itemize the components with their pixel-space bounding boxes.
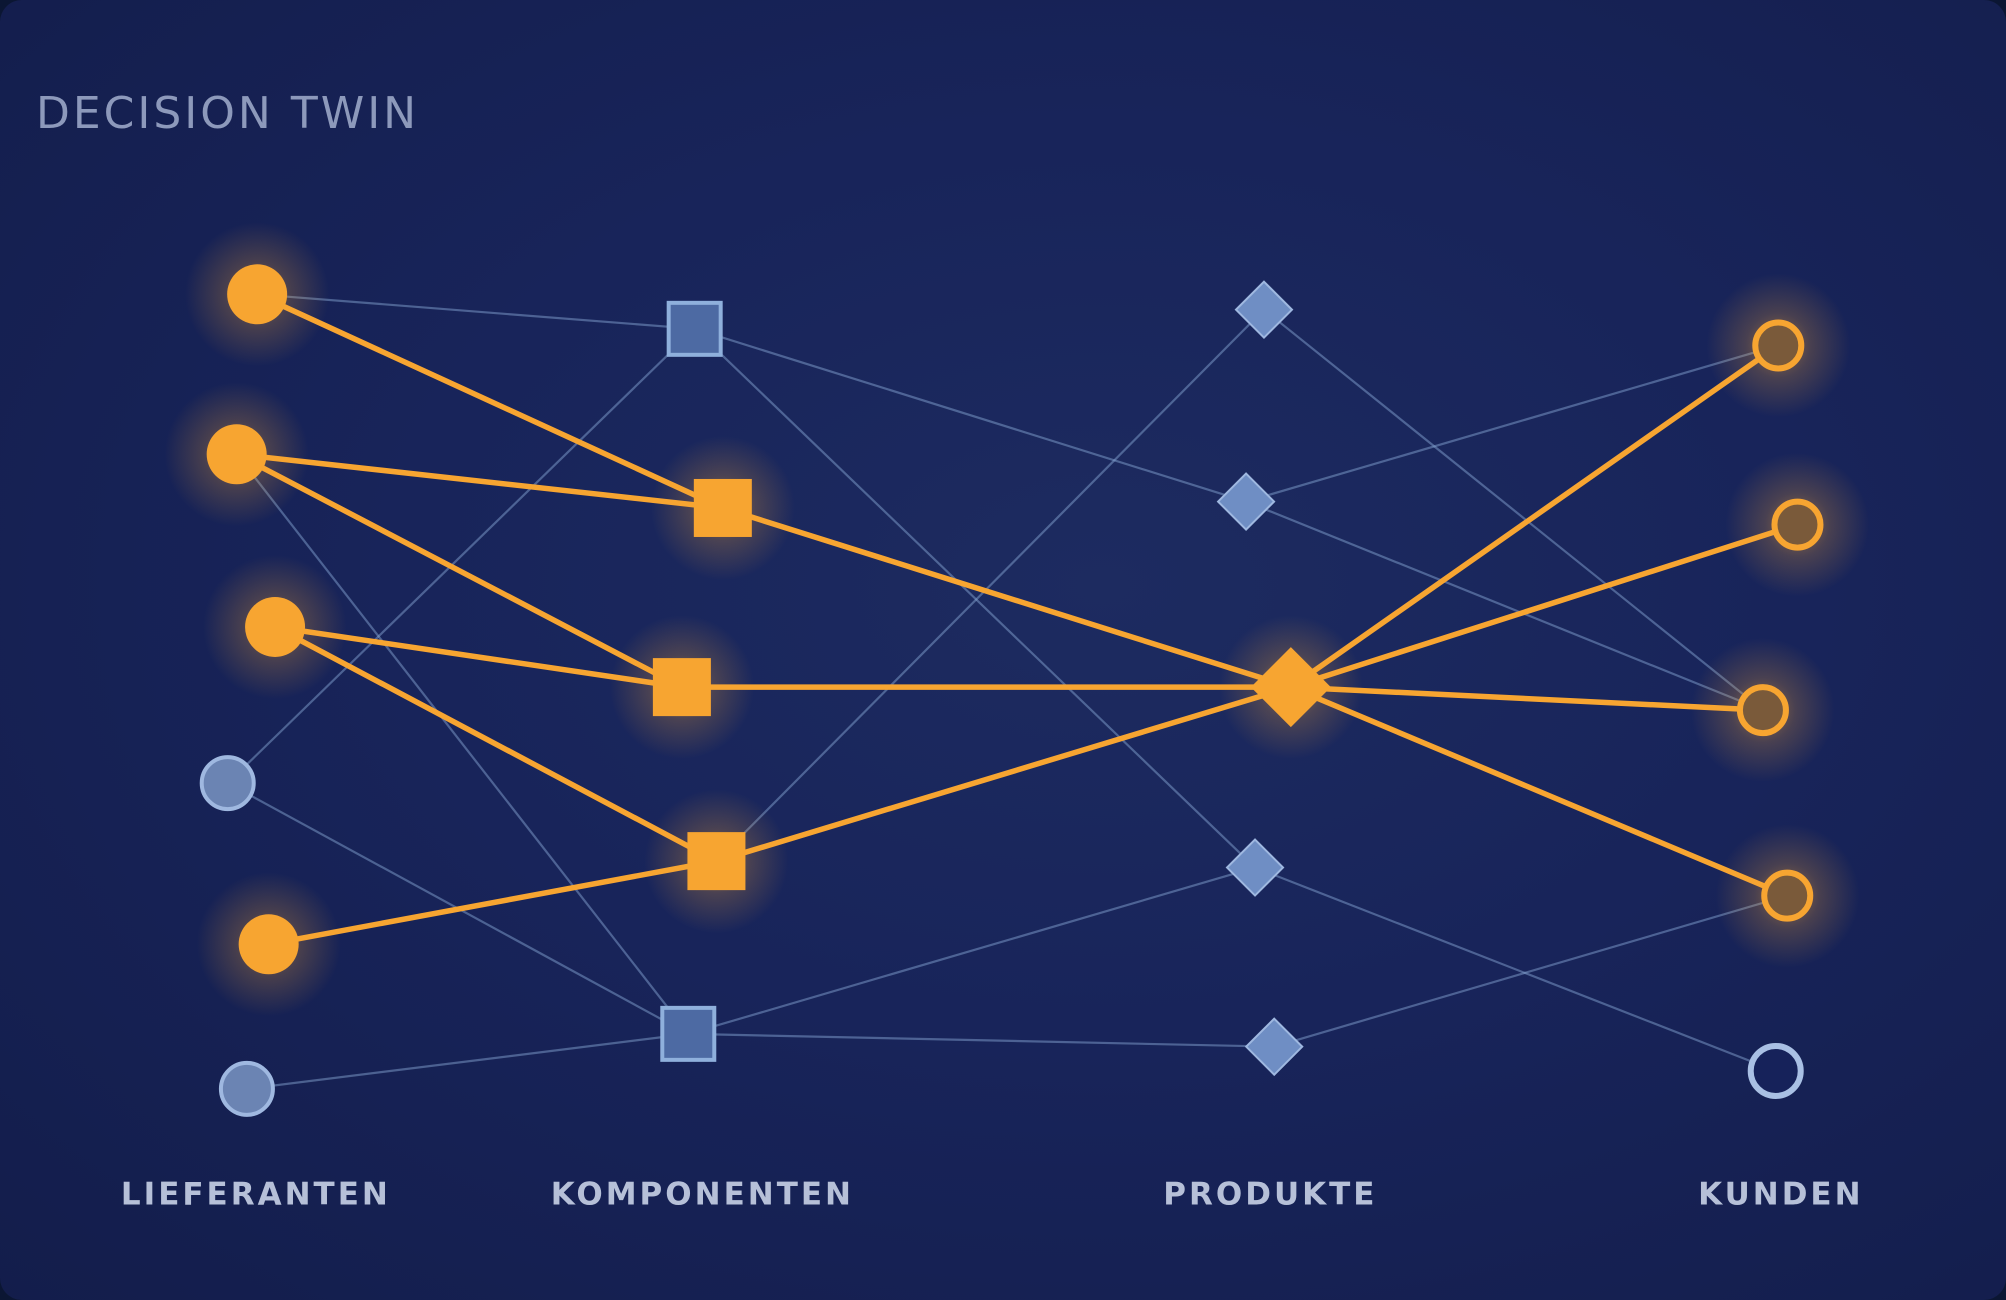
node-L3-circle [245,596,306,657]
page-title: DECISION TWIN [36,88,420,139]
edge-K5-P4 [687,866,1257,1035]
node-P1-diamond [1234,280,1294,340]
node-L4-circle [199,755,256,812]
edge-L2-K5 [235,453,690,1035]
edge-L1-K2 [254,291,726,511]
node-glows [164,222,1870,1017]
edge-P3-C3 [1288,684,1766,713]
edge-L5-K4 [265,858,720,948]
edge-K1-P2 [693,327,1248,503]
node-C1-ring [1752,319,1805,372]
edge-K1-P4 [693,327,1257,869]
active-edges [233,291,1801,948]
column-labels: LIEFERANTEN KOMPONENTEN PRODUKTE KUNDEN [121,1177,1863,1213]
node-L2-circle [206,424,267,485]
edge-P5-C4 [1273,894,1789,1048]
column-label-lieferanten: LIEFERANTEN [121,1177,391,1213]
node-P5-diamond [1244,1017,1304,1077]
edge-K5-P5 [687,1032,1276,1048]
column-label-produkte: PRODUKTE [1163,1177,1377,1213]
edge-P2-C3 [1244,500,1765,712]
node-L1-circle [227,264,288,325]
edge-L4-K1 [226,327,696,785]
node-K1-square [666,300,723,357]
node-L5-circle [238,914,299,975]
edge-P2-C1 [1244,344,1780,503]
node-P4-diamond [1225,838,1285,897]
column-label-komponenten: KOMPONENTEN [551,1177,854,1213]
edge-P3-C1 [1288,342,1782,690]
node-K4-square [687,832,746,891]
edge-P4-C5 [1253,866,1777,1073]
edge-K4-P1 [715,308,1266,863]
inactive-edges [226,293,1789,1090]
node-C5-ring [1747,1042,1804,1099]
edge-L3-K4 [272,624,720,864]
node-P3-diamond [1250,647,1331,728]
edge-L6-K5 [245,1032,690,1090]
column-label-kunden: KUNDEN [1698,1177,1863,1213]
node-K2-square [693,478,752,537]
node-C4-ring [1761,869,1814,922]
edge-L2-K3 [233,451,685,690]
edge-P3-C4 [1288,684,1790,899]
edge-P1-C3 [1262,308,1765,712]
node-L6-circle [218,1060,275,1117]
node-C3-ring [1736,684,1789,737]
nodes [199,264,1824,1117]
node-K5-square [660,1005,717,1062]
edge-L1-K1 [256,293,696,330]
node-C2-ring [1771,498,1824,551]
edge-P3-C2 [1288,521,1801,690]
edge-K2-P3 [720,505,1294,690]
edge-K4-P3 [713,684,1294,864]
edge-L2-K2 [233,451,726,511]
node-K3-square [652,658,711,717]
node-P2-diamond [1216,472,1276,531]
